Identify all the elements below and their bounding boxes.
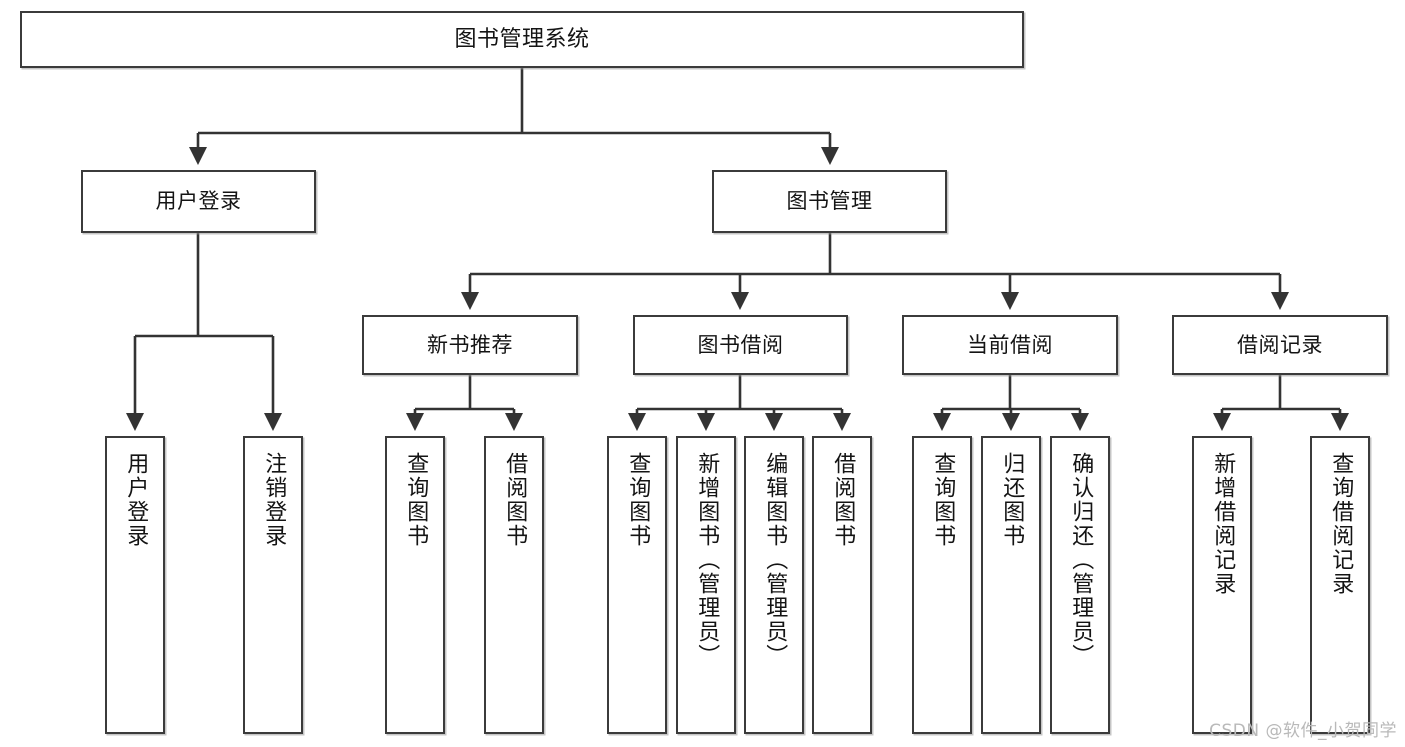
node-book-borrow[interactable]: 图书借阅: [633, 315, 848, 375]
node-user-login[interactable]: 用户登录: [81, 170, 316, 233]
node-label: 当前借阅: [967, 332, 1053, 357]
watermark: CSDN @软件_小贺同学: [1209, 721, 1397, 741]
node-label: 注销登录: [261, 452, 287, 548]
node-leaf-user-login[interactable]: 用户登录: [105, 436, 165, 734]
edges-currentborrow-to-leaves: [932, 375, 1090, 432]
node-label: 归还图书: [999, 452, 1025, 548]
node-label: 查询借阅记录: [1328, 452, 1354, 596]
node-leaf-add-borrow-record[interactable]: 新增借阅记录: [1192, 436, 1252, 734]
node-label: 借阅图书: [502, 452, 528, 548]
edges-newbook-to-leaves: [405, 375, 524, 432]
node-label: 确认归还（管理员）: [1068, 452, 1094, 668]
node-leaf-borrow-book-new[interactable]: 借阅图书: [484, 436, 544, 734]
node-book-manage[interactable]: 图书管理: [712, 170, 947, 233]
edges-bookmanage-to-level3: [460, 233, 1290, 311]
node-label: 查询图书: [625, 452, 651, 548]
node-label: 用户登录: [123, 452, 149, 548]
node-label: 借阅记录: [1237, 332, 1323, 357]
node-label: 新书推荐: [427, 332, 513, 357]
node-leaf-return-book[interactable]: 归还图书: [981, 436, 1041, 734]
node-label: 图书管理系统: [454, 26, 590, 52]
node-leaf-add-book-admin[interactable]: 新增图书（管理员）: [676, 436, 736, 734]
node-leaf-edit-book-admin[interactable]: 编辑图书（管理员）: [744, 436, 804, 734]
node-label: 借阅图书: [830, 452, 856, 548]
node-label: 新增图书（管理员）: [694, 452, 720, 668]
edges-borrowrecord-to-leaves: [1212, 375, 1350, 432]
edges-userlogin-to-leaves: [125, 233, 283, 432]
node-label: 查询图书: [403, 452, 429, 548]
node-label: 用户登录: [155, 189, 242, 214]
node-leaf-query-book-current[interactable]: 查询图书: [912, 436, 972, 734]
node-label: 新增借阅记录: [1210, 452, 1236, 596]
node-leaf-user-logout[interactable]: 注销登录: [243, 436, 303, 734]
node-leaf-confirm-return-admin[interactable]: 确认归还（管理员）: [1050, 436, 1110, 734]
node-label: 编辑图书（管理员）: [762, 452, 788, 668]
node-leaf-query-book-new[interactable]: 查询图书: [385, 436, 445, 734]
node-leaf-query-borrow-record[interactable]: 查询借阅记录: [1310, 436, 1370, 734]
edges-root-to-level2: [188, 68, 840, 166]
node-leaf-query-book-borrow[interactable]: 查询图书: [607, 436, 667, 734]
node-label: 图书管理: [786, 189, 873, 214]
node-label: 查询图书: [930, 452, 956, 548]
edges-bookborrow-to-leaves: [627, 375, 852, 432]
node-leaf-borrow-book[interactable]: 借阅图书: [812, 436, 872, 734]
node-current-borrow[interactable]: 当前借阅: [902, 315, 1118, 375]
node-label: 图书借阅: [697, 332, 784, 357]
node-new-book-recommend[interactable]: 新书推荐: [362, 315, 578, 375]
node-root[interactable]: 图书管理系统: [20, 11, 1024, 68]
node-borrow-record[interactable]: 借阅记录: [1172, 315, 1388, 375]
